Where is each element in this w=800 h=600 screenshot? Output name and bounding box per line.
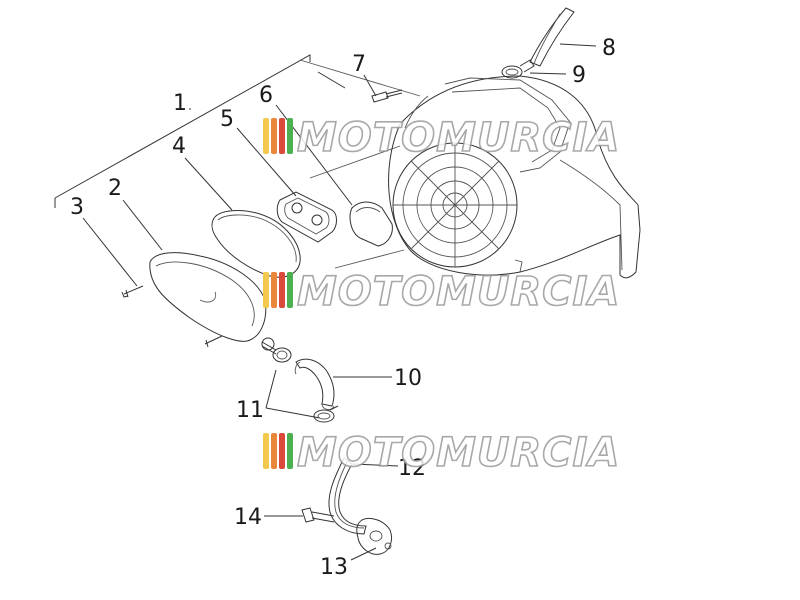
- screw-3: [121, 285, 223, 348]
- gasket-4: [211, 210, 301, 278]
- part-label-1: 1: [173, 91, 187, 116]
- watermark-stripe-green: [287, 433, 293, 469]
- part-label-3: 3: [70, 195, 84, 220]
- watermark-stripe-green: [287, 272, 293, 308]
- part-label-12: 12: [398, 456, 426, 481]
- part-label-14: 14: [234, 505, 262, 530]
- part-label-4: 4: [172, 134, 186, 159]
- filter-cover-plate: [149, 252, 267, 342]
- clamp-11a: [261, 337, 292, 363]
- watermark-stripe-yellow: [263, 433, 269, 469]
- watermark-3: MOTOMURCIA: [263, 429, 620, 477]
- part-label-13: 13: [320, 555, 348, 580]
- leader-lines: [54, 43, 597, 561]
- filter-element-5: [276, 191, 337, 243]
- watermark-stripe-orange: [271, 118, 277, 154]
- part-label-7: 7: [352, 52, 366, 77]
- watermark-1: MOTOMURCIA: [263, 114, 620, 162]
- watermark-stripe-yellow: [263, 272, 269, 308]
- part-label-10: 10: [394, 366, 422, 391]
- watermark-text: MOTOMURCIA: [297, 269, 620, 315]
- watermark-stripe-red: [279, 272, 285, 308]
- watermark-stripe-green: [287, 118, 293, 154]
- clamp-11b: [313, 405, 339, 423]
- watermark-stripe-yellow: [263, 118, 269, 154]
- part-label-5: 5: [220, 107, 234, 132]
- bent-hose-10: [294, 358, 335, 411]
- watermark-stripe-red: [279, 118, 285, 154]
- bolt-14: [301, 507, 335, 523]
- part-label-8: 8: [602, 36, 616, 61]
- hose-clamp-9: [501, 59, 535, 79]
- part-label-11: 11: [236, 398, 264, 423]
- watermark-stripe-red: [279, 433, 285, 469]
- pipe-12: [328, 457, 367, 535]
- filter-housing: [388, 75, 641, 279]
- part-label-9: 9: [572, 63, 586, 88]
- watermark-text: MOTOMURCIA: [297, 430, 620, 476]
- filter-sponge-6: [349, 201, 393, 247]
- gasket-plate-13: [356, 517, 393, 555]
- part-label-6: 6: [259, 83, 273, 108]
- watermark-stripe-orange: [271, 272, 277, 308]
- breather-hose-8: [529, 7, 575, 67]
- watermark-text: MOTOMURCIA: [297, 115, 620, 161]
- watermark-stripe-orange: [271, 433, 277, 469]
- part-labels: 1 2 3 4 5 6 7 8 9 10 11 12 13 14: [70, 36, 616, 580]
- bolt-7: [371, 89, 403, 103]
- part-label-2: 2: [108, 176, 122, 201]
- watermark-2: MOTOMURCIA: [263, 268, 620, 316]
